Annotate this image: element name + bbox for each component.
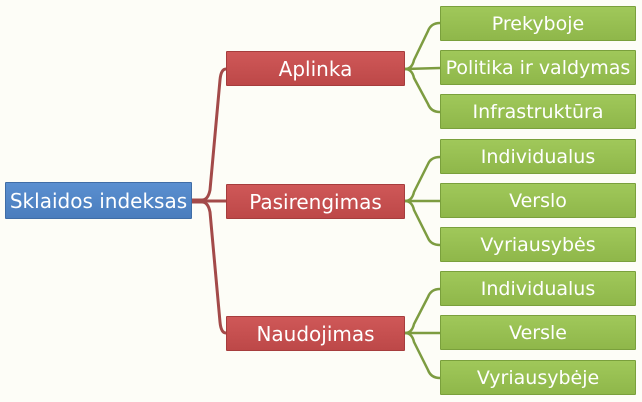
connector-naudojimas-to-leaf-1 [404, 287, 441, 335]
connector-pasirengimas-to-leaf-3 [404, 199, 441, 247]
branch-node-aplinka: Aplinka [226, 51, 405, 86]
connector-naudojimas-to-leaf-3 [404, 331, 441, 380]
connector-root-to-naudojimas [192, 200, 227, 335]
connector-aplinka-to-leaf-2 [404, 66, 441, 71]
leaf-node-prekyboje: Prekyboje [440, 6, 636, 41]
leaf-node-infrastruktura: Infrastruktūra [440, 94, 636, 129]
connector-aplinka-to-leaf-3 [404, 67, 441, 114]
connector-root-to-aplinka [192, 67, 227, 202]
leaf-node-politika-ir-valdymas: Politika ir valdymas [440, 50, 636, 85]
leaf-node-individualus-pasirengimas: Individualus [440, 139, 636, 174]
connector-aplinka-to-leaf-1 [404, 21, 441, 71]
branch-node-naudojimas: Naudojimas [226, 316, 405, 351]
connector-pasirengimas-to-leaf-1 [404, 155, 441, 203]
leaf-node-versle: Versle [440, 315, 636, 350]
leaf-node-vyriausybeje: Vyriausybėje [440, 360, 636, 395]
leaf-node-individualus-naudojimas: Individualus [440, 271, 636, 306]
branch-node-pasirengimas: Pasirengimas [226, 184, 405, 219]
root-node: Sklaidos indeksas [5, 182, 192, 219]
leaf-node-verslo: Verslo [440, 183, 636, 218]
leaf-node-vyriausybes: Vyriausybės [440, 227, 636, 262]
